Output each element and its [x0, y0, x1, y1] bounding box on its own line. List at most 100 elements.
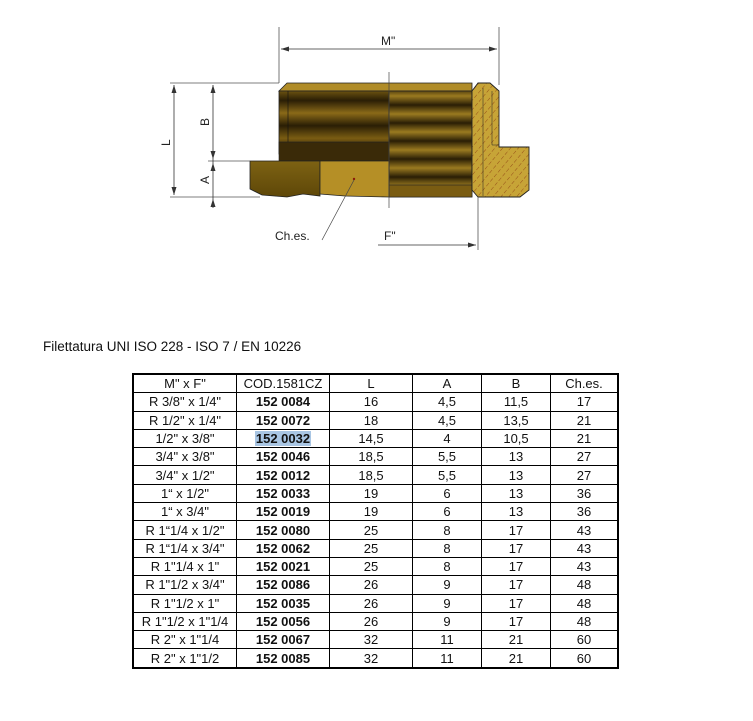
cell-b: 17 [481, 593, 551, 613]
cell-l: 14,5 [329, 428, 413, 449]
cell-b: 17 [481, 575, 551, 595]
cell-ches: 43 [550, 556, 619, 577]
header-b: B [481, 373, 551, 394]
cell-code[interactable]: 152 0035 [236, 593, 330, 613]
chiave-callout: Ch.es. [275, 179, 355, 243]
cell-l: 26 [329, 611, 413, 632]
dimension-m: M" [278, 27, 500, 85]
header-l: L [329, 373, 413, 394]
cell-code[interactable]: 152 0072 [236, 410, 330, 430]
cell-code[interactable]: 152 0080 [236, 520, 330, 540]
cell-ches: 27 [550, 465, 619, 485]
cell-size: R 2" x 1"1/4 [132, 630, 237, 650]
cell-size: R 1"1/2 x 1" [132, 593, 237, 613]
cell-b: 17 [481, 520, 551, 540]
cell-b: 13 [481, 465, 551, 485]
cell-code[interactable]: 152 0012 [236, 465, 330, 485]
cell-a: 5,5 [412, 465, 482, 485]
cell-l: 32 [329, 630, 413, 650]
header-a: A [412, 373, 482, 394]
cell-ches: 21 [550, 410, 619, 430]
cell-ches: 60 [550, 648, 619, 669]
cell-code[interactable]: 152 0046 [236, 447, 330, 467]
cell-size: R 1“1/4 x 1/2" [132, 520, 237, 540]
cell-l: 19 [329, 483, 413, 504]
cell-a: 8 [412, 556, 482, 577]
cell-ches: 27 [550, 447, 619, 467]
cell-code[interactable]: 152 0086 [236, 575, 330, 595]
cell-size: 3/4" x 3/8" [132, 447, 237, 467]
cell-code[interactable]: 152 0067 [236, 630, 330, 650]
cell-b: 17 [481, 538, 551, 558]
cell-size: 1/2" x 3/8" [132, 428, 237, 449]
cell-a: 4,5 [412, 410, 482, 430]
cell-ches: 43 [550, 538, 619, 558]
cell-size: R 1"1/2 x 1"1/4 [132, 611, 237, 632]
cell-code[interactable]: 152 0062 [236, 538, 330, 558]
cell-b: 17 [481, 611, 551, 632]
cell-code[interactable]: 152 0084 [236, 392, 330, 412]
cell-l: 25 [329, 538, 413, 558]
selected-code-highlight[interactable]: 152 0032 [254, 431, 312, 447]
cell-ches: 36 [550, 483, 619, 504]
dimension-l-a-b: L B A [159, 82, 279, 208]
cell-b: 13 [481, 447, 551, 467]
cell-size: R 2" x 1"1/2 [132, 648, 237, 669]
cell-l: 18,5 [329, 465, 413, 485]
cell-code[interactable]: 152 0032 [236, 428, 330, 449]
cell-size: R 1"1/4 x 1" [132, 556, 237, 577]
label-f: F" [384, 229, 396, 243]
label-m: M" [381, 34, 395, 48]
cell-b: 10,5 [481, 428, 551, 449]
cell-size: R 3/8" x 1/4" [132, 392, 237, 412]
cell-size: 1“ x 3/4" [132, 502, 237, 522]
cell-a: 8 [412, 538, 482, 558]
cell-ches: 43 [550, 520, 619, 540]
cell-a: 6 [412, 502, 482, 522]
cell-code[interactable]: 152 0021 [236, 556, 330, 577]
cell-l: 16 [329, 392, 413, 412]
cell-l: 19 [329, 502, 413, 522]
cell-b: 13 [481, 483, 551, 504]
header-size: M" x F" [132, 373, 237, 394]
cell-ches: 60 [550, 630, 619, 650]
cell-size: R 1"1/2 x 3/4" [132, 575, 237, 595]
table-header-row: M" x F" COD.1581CZ L A B Ch.es. [132, 373, 619, 394]
cell-b: 17 [481, 556, 551, 577]
cell-a: 6 [412, 483, 482, 504]
cell-ches: 48 [550, 593, 619, 613]
label-chiave: Ch.es. [275, 229, 310, 243]
cell-l: 25 [329, 556, 413, 577]
cell-a: 11 [412, 630, 482, 650]
cell-code[interactable]: 152 0056 [236, 611, 330, 632]
cell-a: 8 [412, 520, 482, 540]
cell-b: 13 [481, 502, 551, 522]
label-b: B [198, 118, 212, 126]
cell-a: 11 [412, 648, 482, 669]
cell-a: 9 [412, 593, 482, 613]
cell-code[interactable]: 152 0019 [236, 502, 330, 522]
cell-ches: 48 [550, 611, 619, 632]
cell-size: R 1“1/4 x 3/4" [132, 538, 237, 558]
cell-code[interactable]: 152 0033 [236, 483, 330, 504]
cell-l: 26 [329, 593, 413, 613]
label-a: A [198, 176, 212, 184]
cell-a: 4 [412, 428, 482, 449]
dimension-f: F" [378, 197, 479, 250]
cell-code[interactable]: 152 0085 [236, 648, 330, 669]
cell-ches: 36 [550, 502, 619, 522]
cell-ches: 17 [550, 392, 619, 412]
